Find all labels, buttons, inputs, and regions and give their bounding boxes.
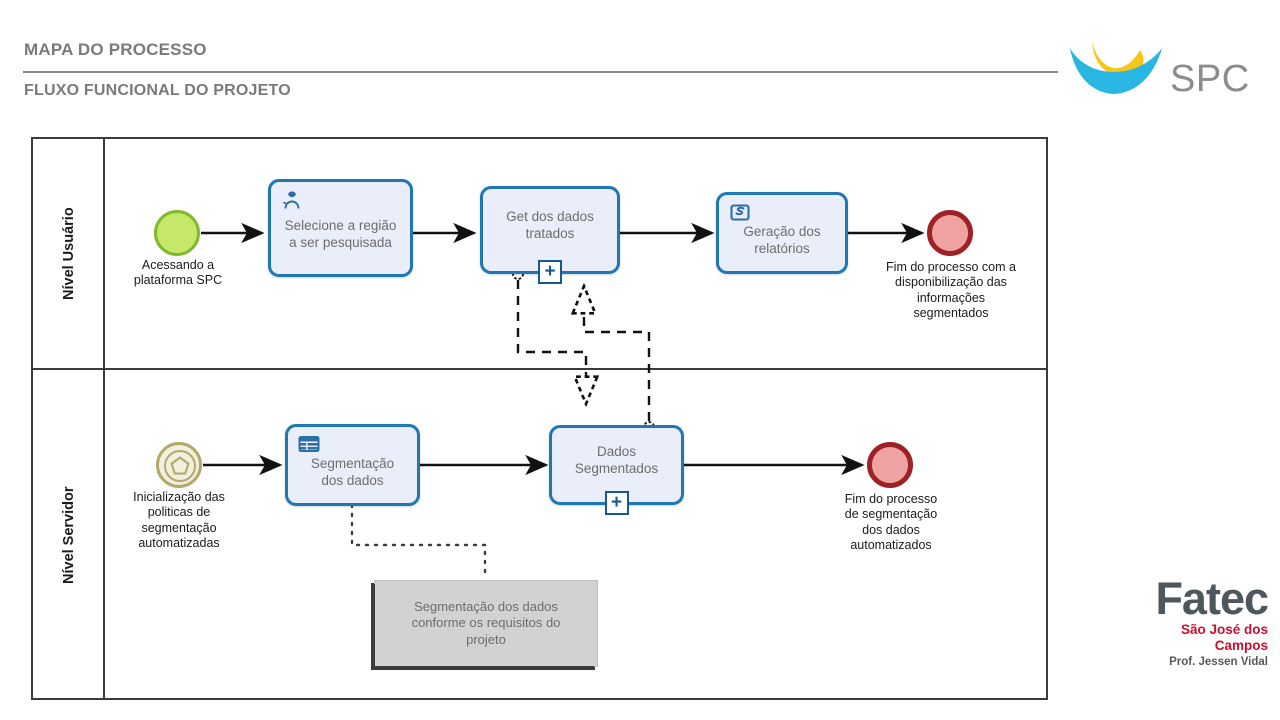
subprocess-marker-glyph-2: + — [610, 491, 623, 513]
spc-logo-text: SPC — [1170, 58, 1250, 100]
page-subtitle: FLUXO FUNCIONAL DO PROJETO — [24, 82, 291, 99]
fatec-logo-name: Fatec — [1155, 573, 1269, 624]
annotation-requisitos-text: Segmentação dos dados conforme os requis… — [411, 598, 561, 647]
task-get-dados-tratados[interactable]: Get dos dados tratados + — [480, 186, 620, 284]
task-segmentacao-dados[interactable]: Segmentação dos dados — [285, 424, 420, 506]
lane-label-servidor: Nível Servidor — [61, 486, 77, 584]
task-geracao-relatorios-label: Geração dos relatórios — [743, 224, 821, 256]
end-event-servidor-caption: Fim do processo de segmentação dos dados… — [844, 492, 938, 552]
table-icon — [298, 436, 320, 452]
start-event-acessando[interactable] — [154, 210, 200, 256]
fatec-logo: Fatec São José dos Campos Prof. Jessen V… — [1068, 573, 1269, 668]
end-event-usuario-caption: Fim do processo com a disponibilização d… — [886, 260, 1016, 320]
lane-divider — [33, 368, 1046, 370]
pentagon-icon — [170, 456, 190, 475]
start-event-acessando-caption: Acessando a plataforma SPC — [133, 258, 223, 288]
multiple-start-event-servidor[interactable] — [156, 442, 202, 488]
user-icon — [282, 191, 300, 209]
multiple-start-event-ring — [164, 450, 196, 482]
fatec-logo-city-line2: Campos — [1214, 638, 1268, 654]
task-segmentacao-dados-label: Segmentação dos dados — [310, 456, 395, 488]
spc-logo: SPC — [1062, 32, 1249, 106]
annotation-bottom-bar — [372, 666, 594, 669]
header-divider — [23, 71, 1058, 73]
lane-header-column — [33, 139, 105, 698]
multiple-start-event-caption: Inicialização das politicas de segmentaç… — [133, 490, 225, 550]
task-dados-segmentados-label: Dados Segmentados — [574, 444, 659, 476]
end-event-servidor[interactable] — [867, 442, 913, 488]
task-selecione-regiao-label: Selecione a região a ser pesquisada — [284, 218, 397, 250]
task-geracao-relatorios[interactable]: Geração dos relatórios — [716, 192, 848, 274]
task-dados-segmentados[interactable]: Dados Segmentados + — [549, 425, 684, 515]
end-event-usuario[interactable] — [927, 210, 973, 256]
script-icon — [730, 204, 750, 221]
fatec-logo-city-line1: São José dos — [1180, 621, 1268, 637]
page-title: MAPA DO PROCESSO — [24, 40, 207, 59]
fatec-logo-professor: Prof. Jessen Vidal — [1169, 655, 1268, 668]
spc-logo-mark — [1070, 42, 1162, 94]
subprocess-marker-get-dados: + — [538, 260, 562, 284]
subprocess-marker-glyph: + — [544, 260, 556, 282]
subprocess-marker-dados-segmentados: + — [604, 491, 629, 515]
annotation-requisitos: Segmentação dos dados conforme os requis… — [372, 580, 598, 669]
task-get-dados-tratados-label: Get dos dados tratados — [506, 209, 594, 241]
lane-label-usuario: Nível Usuário — [61, 207, 77, 300]
annotation-left-bar — [372, 584, 375, 669]
task-selecione-regiao[interactable]: Selecione a região a ser pesquisada — [268, 179, 413, 277]
